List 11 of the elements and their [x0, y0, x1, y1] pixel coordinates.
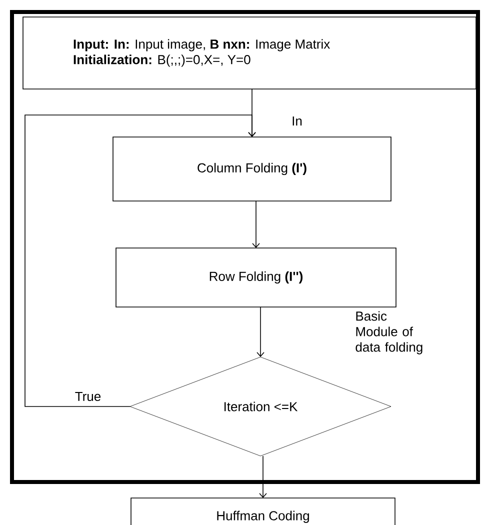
process-box: Huffman Coding — [130, 498, 396, 525]
arrow — [24, 114, 256, 407]
process-box: Row Folding (I'') — [116, 248, 396, 308]
input-box: Input: In: Input image, B nxn: Image Matrix Initialization: B(;,;)=0,X=, Y=0 — [22, 16, 476, 90]
edge-label: True — [74, 390, 102, 402]
arrow — [256, 306, 264, 357]
process-box: Column Folding (I') — [112, 136, 392, 202]
edge-label: In — [290, 116, 304, 126]
arrow — [259, 456, 267, 498]
frame-label: Basic Module of data folding — [356, 311, 422, 354]
arrow — [252, 200, 260, 248]
